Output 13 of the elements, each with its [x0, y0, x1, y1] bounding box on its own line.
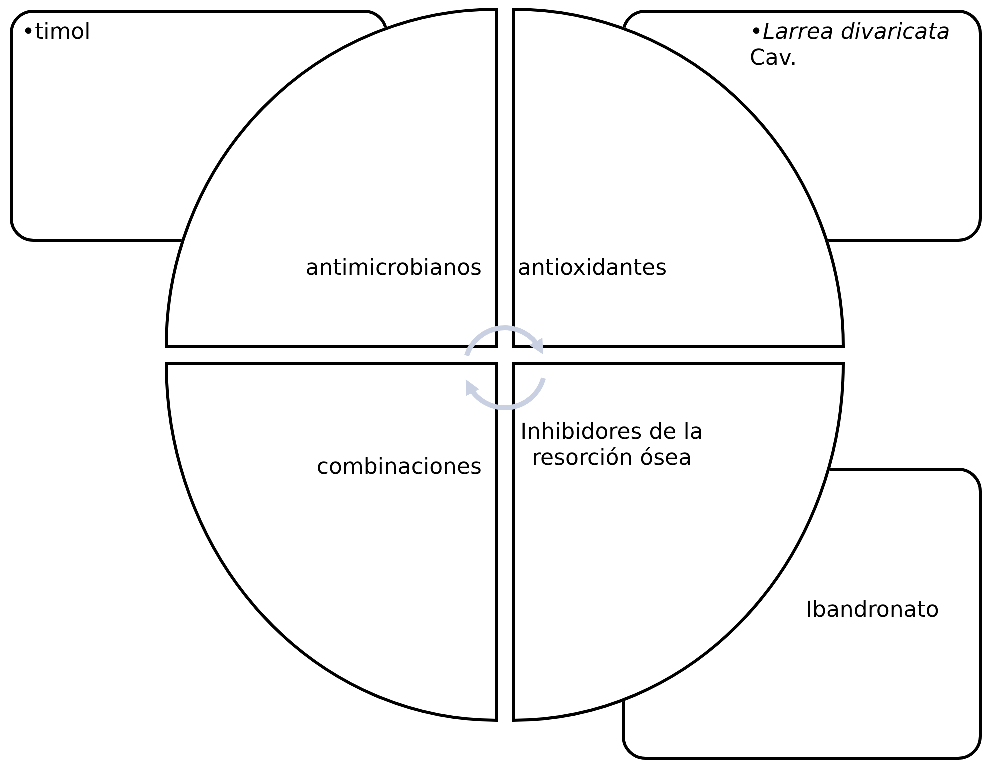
quadrant-segment	[165, 362, 498, 722]
content-box	[10, 10, 388, 242]
bullet-text: •Larrea divaricata Cav.	[750, 20, 952, 73]
segment-label: antimicrobianos	[306, 256, 482, 282]
bullet-text: Ibandronato	[806, 598, 940, 624]
segment-label: combinaciones	[316, 455, 482, 482]
curved-arrow	[464, 326, 544, 357]
content-box	[622, 10, 982, 242]
segment-label: antioxidantes	[518, 256, 668, 282]
content-box	[622, 468, 982, 760]
quadrant-segment	[165, 8, 498, 348]
bullet-text: •timol	[22, 20, 91, 46]
segment-label: Inhibidores de la resorción ósea	[520, 420, 704, 473]
